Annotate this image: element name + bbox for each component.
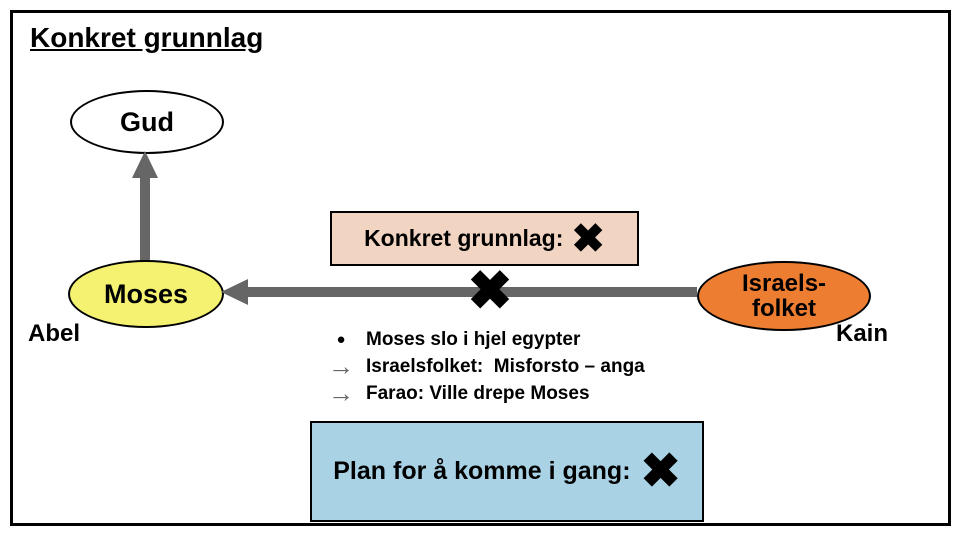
- bullet-text: Farao: Ville drepe Moses: [366, 382, 590, 404]
- node-moses: Moses: [68, 260, 224, 328]
- node-israelsfolket: Israels- folket: [697, 261, 871, 331]
- arrow-up-icon: [132, 151, 158, 178]
- arrow-left-icon: [221, 279, 248, 305]
- slide-border: [10, 10, 951, 526]
- arrow-right-icon: →: [328, 378, 354, 408]
- list-item: → Israelsfolket: Misforsto – anga: [318, 351, 645, 381]
- node-gud-label: Gud: [120, 106, 174, 137]
- label-abel: Abel: [28, 320, 81, 347]
- slide-title: Konkret grunnlag: [30, 22, 264, 53]
- arrow-moses-to-gud-shaft: [140, 176, 150, 262]
- arrow-israel-to-moses-shaft: [247, 287, 697, 297]
- arrow-right-icon: →: [328, 351, 354, 381]
- node-moses-label: Moses: [103, 278, 189, 309]
- label-kain: Kain: [836, 320, 889, 347]
- callout-plan-label: Plan for å komme i gang:: [333, 457, 631, 485]
- bullet-dot-icon: ●: [336, 331, 346, 348]
- callout-konkret-grunnlag: Konkret grunnlag: ✖: [330, 211, 639, 266]
- list-item: → Farao: Ville drepe Moses: [318, 378, 645, 408]
- cross-icon: ✖: [571, 216, 605, 261]
- list-item: ● Moses slo i hjel egypter: [318, 326, 645, 353]
- node-israelsfolket-label: Israels- folket: [741, 269, 827, 322]
- bullet-list: ● Moses slo i hjel egypter → Israelsfolk…: [318, 326, 645, 409]
- callout-konkret-label: Konkret grunnlag:: [364, 225, 564, 251]
- cross-icon: ✖: [467, 261, 513, 321]
- bullet-text: Israelsfolket: Misforsto – anga: [366, 355, 645, 377]
- node-gud: Gud: [70, 90, 224, 154]
- bullet-text: Moses slo i hjel egypter: [366, 328, 581, 350]
- cross-icon: ✖: [640, 444, 681, 498]
- callout-plan: Plan for å komme i gang: ✖: [310, 421, 704, 522]
